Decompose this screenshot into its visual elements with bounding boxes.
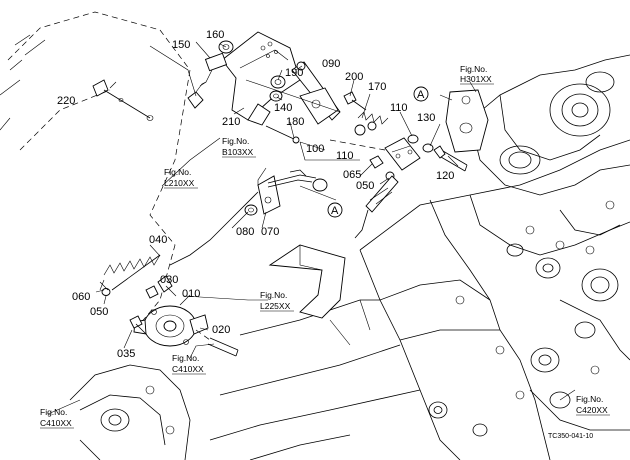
part-label-030: 030 [160, 274, 178, 286]
bolt-120 [433, 145, 468, 172]
fig-ref-l225-title: Fig.No. [260, 290, 287, 300]
nut-065 [369, 155, 384, 169]
callout-a-lower: A [327, 202, 343, 218]
fig-ref-c410-left-title: Fig.No. [40, 407, 67, 417]
part-label-050a: 050 [356, 180, 374, 192]
part-label-110a: 110 [390, 102, 408, 114]
bracket-070 [257, 175, 281, 215]
switch-150 [199, 52, 228, 87]
bolt-200 [343, 91, 367, 111]
part-label-190: 190 [285, 67, 303, 79]
clevis-100 [329, 137, 421, 171]
valve-block-h301 [445, 89, 489, 153]
fig-ref-l210: Fig.No. L210XX [164, 167, 198, 189]
part-label-220: 220 [57, 95, 75, 107]
cable-lower [169, 191, 259, 266]
transmission-outline [0, 11, 630, 460]
fig-ref-c420: Fig.No. C420XX [576, 394, 610, 416]
fig-ref-l225: Fig.No. L225XX [260, 290, 294, 312]
callout-a-lower-label: A [331, 205, 339, 217]
spring-170 [354, 111, 389, 136]
part-label-210: 210 [222, 116, 240, 128]
part-label-020: 020 [212, 324, 230, 336]
washer-140 [269, 90, 283, 102]
part-label-150: 150 [172, 39, 190, 51]
part-label-035: 035 [117, 348, 135, 360]
callout-a-upper: A [413, 86, 429, 102]
retainer-030 [157, 275, 173, 293]
fig-ref-c420-code: C420XX [576, 405, 608, 415]
fig-ref-l210-title: Fig.No. [164, 167, 191, 177]
clip-060 [99, 279, 109, 291]
part-label-040: 040 [149, 234, 167, 246]
cylinder-010 [133, 305, 209, 347]
fig-ref-l225-code: L225XX [260, 301, 291, 311]
part-label-010: 010 [182, 288, 200, 300]
washer-080 [244, 204, 258, 216]
bolt-220 [92, 79, 154, 121]
sensor-left [187, 81, 207, 109]
spring-040 [103, 254, 161, 291]
seal-110 [407, 134, 419, 144]
fig-ref-c410-mid: Fig.No. C410XX [172, 353, 206, 375]
part-label-090: 090 [322, 58, 340, 70]
fig-ref-b103-title: Fig.No. [222, 136, 249, 146]
part-label-080: 080 [236, 226, 254, 238]
part-label-065: 065 [343, 169, 361, 181]
fig-ref-c410-mid-code: C410XX [172, 364, 204, 374]
part-label-140: 140 [274, 102, 292, 114]
fig-ref-h301-code: H301XX [460, 74, 492, 84]
part-label-070: 070 [261, 226, 279, 238]
part-label-050b: 050 [90, 306, 108, 318]
part-label-120: 120 [436, 170, 454, 182]
part-label-160: 160 [206, 29, 224, 41]
pedal-bracket-210 [221, 31, 301, 126]
fig-ref-c410-left: Fig.No. C410XX [40, 407, 74, 429]
washer-190 [270, 75, 286, 89]
part-label-170: 170 [368, 81, 386, 93]
fig-ref-b103-code: B103XX [222, 147, 254, 157]
part-label-200: 200 [345, 71, 363, 83]
part-label-180: 180 [286, 116, 304, 128]
fig-ref-h301: Fig.No. H301XX [460, 64, 494, 85]
bolt-035 [129, 285, 159, 335]
cable-end-upper [354, 175, 399, 239]
fig-ref-b103: Fig.No. B103XX [222, 136, 256, 158]
part-label-130: 130 [417, 112, 435, 124]
fig-ref-c420-title: Fig.No. [576, 394, 603, 404]
part-labels: 160 150 090 190 200 170 220 140 110 210 … [57, 29, 454, 360]
part-label-060: 060 [72, 291, 90, 303]
drawing-code: TC350-041-10 [548, 433, 593, 440]
bracket-l225 [268, 244, 346, 319]
leader-lines [47, 41, 576, 415]
washer-050-lower [101, 288, 111, 296]
fig-ref-c410-mid-title: Fig.No. [172, 353, 199, 363]
callout-a-upper-label: A [417, 89, 425, 101]
fig-ref-c410-left-code: C410XX [40, 418, 72, 428]
pin-180 [265, 125, 300, 144]
fig-ref-h301-title: Fig.No. [460, 64, 487, 74]
washer-130 [422, 143, 434, 153]
part-label-110b: 110 [336, 150, 354, 162]
cable-upper [267, 169, 328, 192]
rod-020 [195, 329, 239, 357]
part-label-100: 100 [306, 143, 324, 155]
fig-ref-l210-code: L210XX [164, 178, 195, 188]
